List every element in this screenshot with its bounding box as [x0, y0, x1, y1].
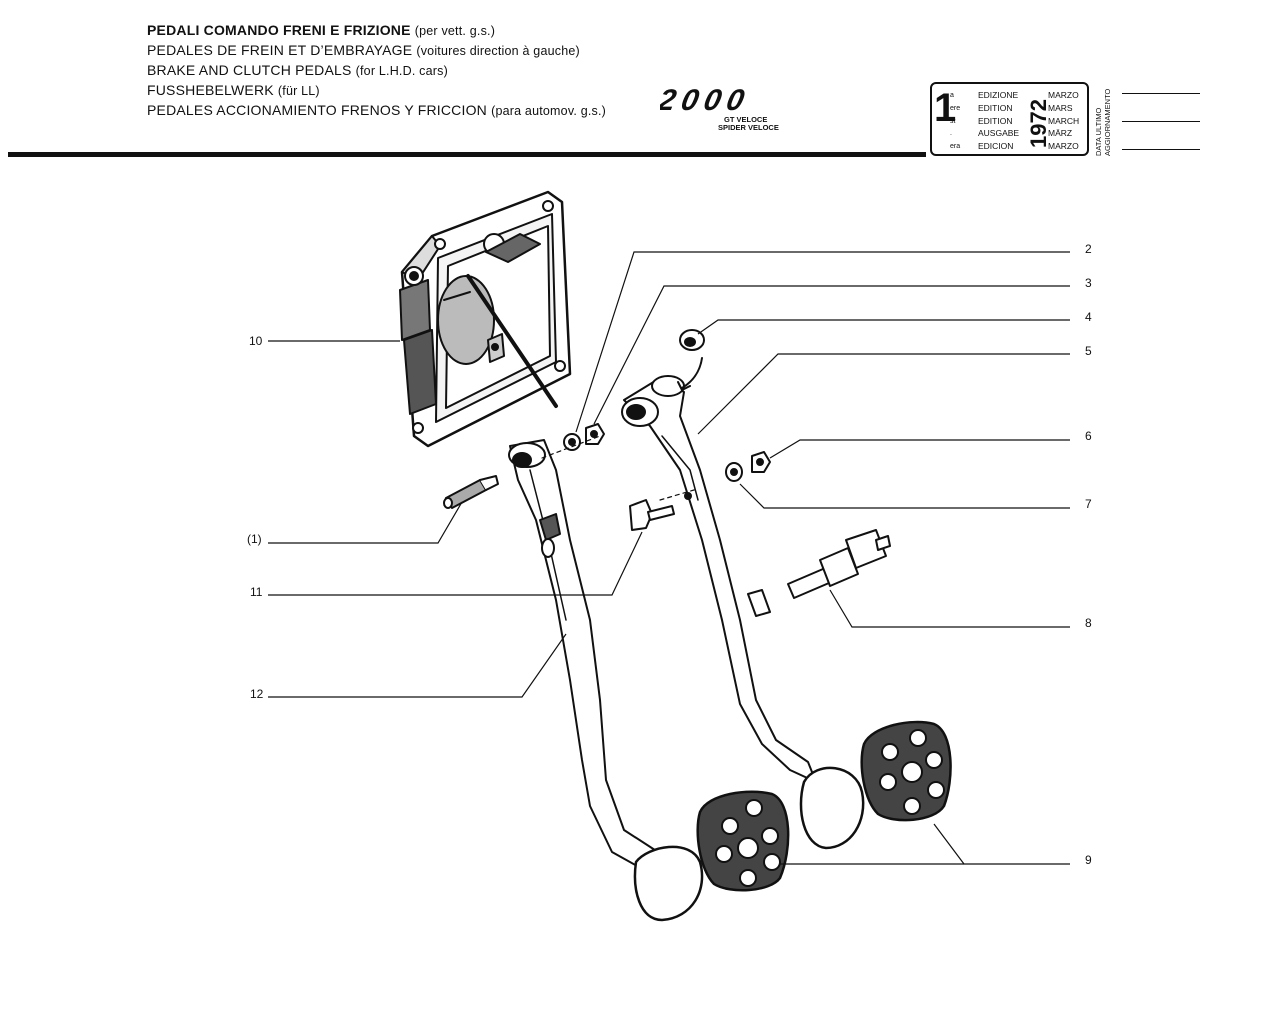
edition-month: MARZO — [1048, 90, 1079, 100]
edition-year: 1972 — [1026, 99, 1051, 148]
edition-label: EDICION — [978, 141, 1014, 151]
callout-12: 12 — [250, 687, 264, 701]
callout-7: 7 — [1085, 497, 1092, 511]
edition-month: MÄRZ — [1048, 128, 1073, 138]
brand-logo: 2000 GT VELOCE SPIDER VELOCE — [660, 86, 779, 132]
nut-part — [585, 423, 605, 445]
callout-6: 6 — [1085, 429, 1092, 443]
nut-part — [751, 451, 771, 473]
edition-label: EDITION — [978, 116, 1013, 126]
brand-line-2: SPIDER VELOCE — [718, 123, 779, 132]
washer-part — [725, 462, 743, 482]
title-line-es: PEDALES ACCIONAMIENTO FRENOS Y FRICCION … — [147, 102, 607, 118]
title-line-en: BRAKE AND CLUTCH PEDALS (for L.H.D. cars… — [147, 62, 448, 78]
update-line — [1122, 149, 1200, 150]
brand-line-1: GT VELOCE — [724, 115, 767, 124]
washer-part — [563, 433, 581, 451]
edition-box — [930, 82, 1089, 156]
edition-month: MARS — [1048, 103, 1073, 113]
callout-8: 8 — [1085, 616, 1092, 630]
stop-bolt-part — [629, 492, 692, 531]
edition-suffix: . — [950, 130, 952, 137]
update-line — [1122, 93, 1200, 94]
svg-text:DATA ULTIMO: DATA ULTIMO — [1094, 107, 1103, 156]
update-line — [1122, 121, 1200, 122]
svg-text:1972: 1972 — [1026, 99, 1051, 148]
callout-3: 3 — [1085, 276, 1092, 290]
brake-pedal-arm — [508, 439, 704, 922]
pedal-pad-right — [860, 720, 952, 822]
stop-light-switch — [747, 529, 891, 617]
title-line-fr: PEDALES DE FREIN ET D’EMBRAYAGE (voiture… — [147, 42, 580, 58]
edition-label: AUSGABE — [978, 128, 1020, 138]
clutch-pedal-arm — [621, 375, 865, 850]
callout-1: (1) — [247, 532, 262, 546]
title-block: PEDALI COMANDO FRENI E FRIZIONE (per vet… — [147, 21, 606, 121]
header-rule — [8, 152, 926, 157]
edition-label: EDITION — [978, 103, 1013, 113]
callout-5: 5 — [1085, 344, 1092, 358]
edition-month: MARZO — [1048, 141, 1079, 151]
svg-text:AGGIORNAMENTO: AGGIORNAMENTO — [1103, 88, 1112, 156]
callout-4: 4 — [1085, 310, 1092, 324]
title-line-it: PEDALI COMANDO FRENI E FRIZIONE (per vet… — [147, 22, 496, 38]
last-update-label: DATA ULTIMO AGGIORNAMENTO — [1094, 88, 1112, 156]
callout-9: 9 — [1085, 853, 1092, 867]
edition-number: 1 — [934, 86, 957, 130]
callout-2: 2 — [1085, 242, 1092, 256]
callout-11: 11 — [250, 585, 263, 599]
edition-suffix: st — [950, 118, 956, 125]
pin-part — [443, 475, 499, 509]
bushing-part — [677, 329, 705, 391]
edition-suffix: era — [950, 143, 961, 150]
edition-month: MARCH — [1048, 116, 1080, 126]
pedal-pad-left — [696, 790, 790, 892]
edition-label: EDIZIONE — [978, 90, 1019, 100]
edition-suffix: ere — [950, 105, 961, 112]
pedal-bracket — [399, 190, 572, 448]
callout-10: 10 — [249, 334, 263, 348]
title-line-de: FUSSHEBELWERK (für LL) — [147, 82, 320, 98]
edition-suffix: a — [950, 92, 954, 99]
brand-logo-text: 2000 — [660, 86, 753, 117]
